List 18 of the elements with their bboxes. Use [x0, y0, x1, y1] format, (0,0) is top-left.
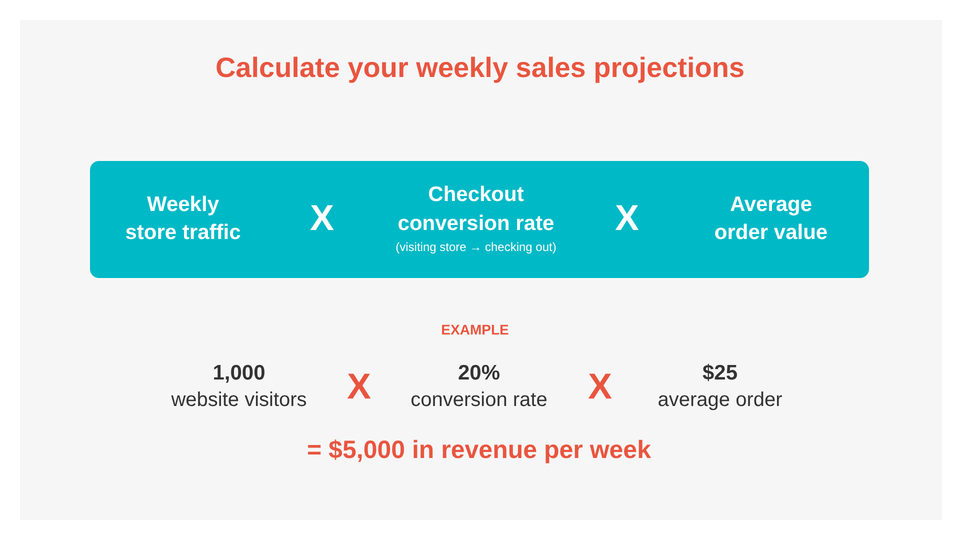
example-caption: conversion rate	[410, 388, 548, 412]
formula-band	[90, 161, 869, 278]
title: Calculate your weekly sales projections	[215, 52, 745, 84]
example-heading: EXAMPLE	[441, 322, 509, 338]
factor-note: (visiting store → checking out)	[394, 240, 558, 254]
multiply-sign: X	[308, 198, 335, 238]
multiply-sign: X	[347, 364, 371, 408]
example-value: 1,000	[212, 360, 266, 386]
factor-label: Checkout conversion rate	[396, 182, 556, 237]
result-text: = $5,000 in revenue per week	[307, 435, 651, 465]
factor-label: Weekly store traffic	[124, 192, 242, 246]
example-value: 20%	[458, 360, 500, 386]
example-caption: website visitors	[171, 388, 307, 412]
example-value: $25	[702, 360, 738, 386]
example-caption: average order	[658, 388, 782, 412]
multiply-sign: X	[614, 198, 640, 238]
multiply-sign: X	[588, 364, 612, 408]
factor-label: Average order value	[713, 192, 829, 246]
